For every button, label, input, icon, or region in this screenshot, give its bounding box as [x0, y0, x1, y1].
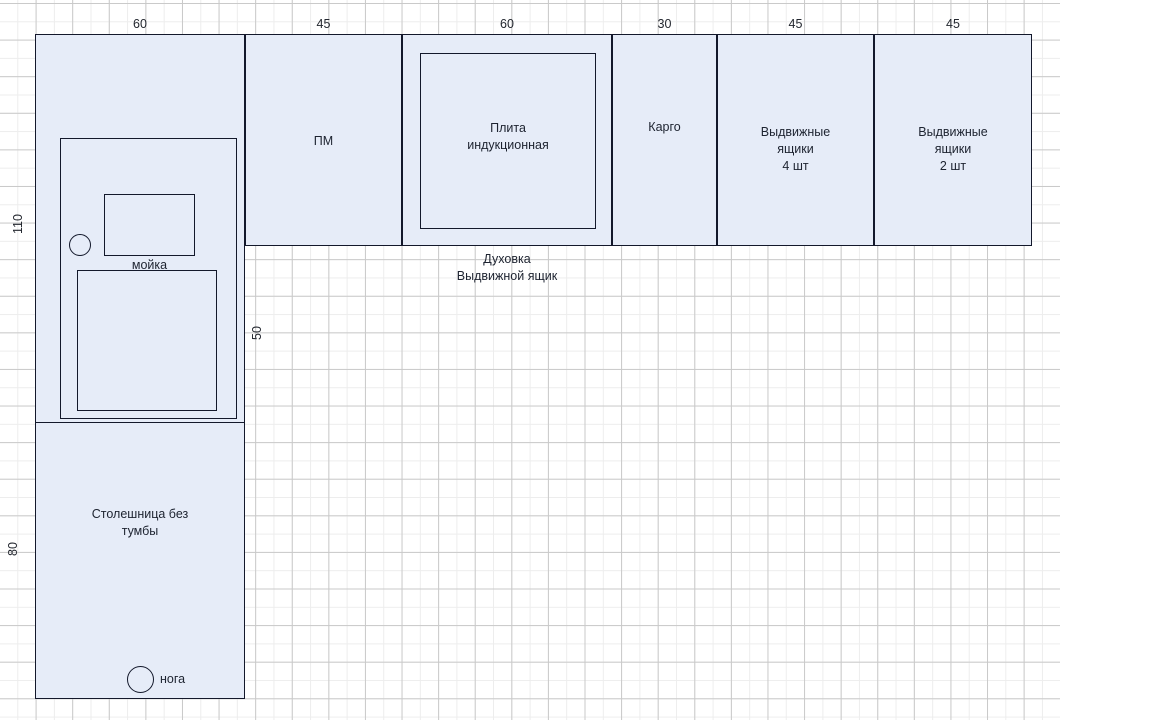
induction-hob-rect	[420, 53, 596, 229]
dimension-top-45-a: 45	[316, 17, 331, 31]
module-dishwasher[interactable]: ПМ	[245, 34, 402, 246]
dimension-side-110: 110	[11, 214, 25, 234]
dimension-side-50: 50	[250, 326, 264, 340]
dimension-top-45-b: 45	[788, 17, 803, 31]
dimension-top-45-c: 45	[946, 17, 960, 31]
module-countertop-label: Столешница без тумбы	[91, 507, 189, 538]
sink-drainer-rect	[104, 194, 195, 256]
module-drawers-2-label: Выдвижные ящики 2 шт	[918, 125, 988, 173]
sink-basin-rect	[77, 270, 217, 411]
faucet-hole-icon	[69, 234, 91, 256]
cooktop-label: Плита индукционная	[467, 121, 549, 152]
support-leg-icon	[127, 666, 154, 693]
module-dishwasher-label: ПМ	[313, 134, 334, 148]
module-cargo[interactable]: Карго	[612, 34, 717, 246]
sink-label: мойка	[131, 258, 168, 272]
module-drawers-4[interactable]: Выдвижные ящики 4 шт	[717, 34, 874, 246]
module-countertop[interactable]: Столешница без тумбы нога	[35, 422, 245, 699]
module-drawers-2[interactable]: Выдвижные ящики 2 шт	[874, 34, 1032, 246]
oven-drawer-label: Духовка Выдвижной ящик	[456, 252, 558, 283]
module-sink-cabinet[interactable]: мойка	[35, 34, 245, 423]
dimension-top-30: 30	[657, 17, 672, 31]
dimension-top-60-a: 60	[133, 17, 147, 31]
module-cargo-label: Карго	[648, 120, 681, 134]
leg-label: нога	[160, 672, 186, 686]
module-cooktop-cabinet[interactable]: Плита индукционная	[402, 34, 612, 246]
dimension-top-60-b: 60	[500, 17, 514, 31]
module-drawers-4-label: Выдвижные ящики 4 шт	[760, 125, 831, 173]
dimension-side-80: 80	[6, 542, 20, 556]
